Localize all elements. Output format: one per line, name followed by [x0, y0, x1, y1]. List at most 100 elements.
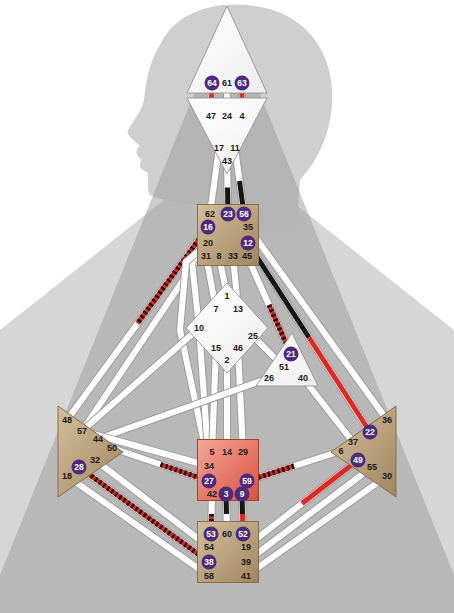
gate-number: 44	[93, 434, 103, 444]
active-gate-number: 12	[241, 236, 256, 251]
gate-number: 42	[207, 489, 217, 499]
channel	[98, 378, 269, 439]
gate-number: 51	[279, 362, 289, 372]
channel	[79, 467, 209, 562]
channel-outline	[303, 378, 353, 442]
gate-number: 50	[107, 443, 117, 453]
channel-line	[180, 243, 209, 466]
active-gate-number: 9	[235, 487, 250, 502]
gate-number: 13	[233, 304, 243, 314]
gate-number: 31	[201, 251, 211, 261]
gate-number: 24	[222, 111, 232, 121]
gate-number: 2	[224, 355, 229, 365]
gate-number: 41	[241, 571, 251, 581]
gate-number: 17	[214, 143, 224, 153]
gate-number: 18	[62, 471, 72, 481]
active-gate-number: 3	[219, 487, 234, 502]
center-shape	[331, 406, 396, 497]
channel	[247, 451, 341, 481]
center-shape	[256, 333, 318, 386]
sacral-center: 514293427594239	[197, 439, 259, 501]
throat-center: 622356163520123183345	[197, 204, 259, 266]
solar-plexus-center: 3622376495530	[331, 406, 396, 497]
channel-outline	[238, 348, 243, 452]
gate-number: 43	[222, 156, 232, 166]
channel-outline	[67, 476, 209, 576]
channel-line	[98, 378, 269, 439]
active-gate-number: 52	[236, 527, 251, 542]
channel-outline	[82, 328, 199, 431]
channel-line	[79, 467, 209, 562]
channel	[246, 476, 387, 576]
gate-number: 35	[243, 222, 253, 232]
gate-number: 10	[194, 323, 204, 333]
gate-number: 47	[206, 111, 216, 121]
active-gate-number: 16	[201, 220, 216, 235]
gate-number: 48	[62, 415, 72, 425]
gate-number: 33	[228, 251, 238, 261]
gate-number: 32	[90, 455, 100, 465]
active-gate-number: 64	[205, 76, 220, 91]
spleen-center: 48 57 44 50 322818	[58, 406, 123, 497]
channel-activation	[309, 338, 370, 433]
channel	[238, 348, 243, 452]
channel-outline	[248, 243, 370, 432]
gate-number: 5	[209, 447, 214, 457]
gate-number: 6	[338, 446, 343, 456]
gate-number: 7	[213, 304, 218, 314]
gate-number: 4	[239, 111, 244, 121]
body-triangle	[0, 12, 454, 613]
active-gate-number: 56	[237, 207, 252, 222]
root-center: 536052541938395841	[197, 521, 259, 583]
channel-outline	[79, 467, 209, 562]
channel-outline	[246, 476, 387, 576]
gate-number: 14	[222, 447, 232, 457]
gate-number: 1	[224, 291, 229, 301]
active-gate-number: 49	[351, 453, 366, 468]
gate-number: 36	[382, 415, 392, 425]
channel-line	[238, 348, 243, 452]
gate-number: 37	[348, 437, 358, 447]
gate-number: 40	[298, 373, 308, 383]
channel-line	[247, 451, 341, 481]
gate-number: 57	[77, 426, 87, 436]
gate-number: 25	[248, 331, 258, 341]
channel-line	[303, 378, 353, 442]
active-gate-number: 63	[235, 76, 250, 91]
channel-outline	[246, 467, 372, 562]
channel-line	[82, 328, 199, 431]
gate-number: 34	[204, 461, 214, 471]
channel-line	[248, 243, 370, 432]
active-gate-number: 22	[363, 425, 378, 440]
gate-number: 60	[222, 529, 232, 539]
heart-center: 21512640	[256, 333, 318, 386]
channel-line	[67, 476, 209, 576]
gate-number: 11	[230, 143, 240, 153]
channel-outline	[67, 227, 208, 420]
gate-number: 54	[204, 542, 214, 552]
channel	[82, 328, 199, 431]
channel	[180, 243, 209, 466]
gate-number: 39	[241, 557, 251, 567]
active-gate-number: 27	[202, 474, 217, 489]
gate-number: 46	[233, 343, 243, 353]
gate-number: 29	[238, 447, 248, 457]
channel-outline	[180, 243, 209, 466]
channel-line	[246, 467, 372, 562]
active-gate-number: 21	[284, 347, 299, 362]
center-shape	[186, 283, 268, 373]
channel-line	[246, 476, 387, 576]
active-gate-number: 28	[72, 460, 87, 475]
channel	[246, 467, 372, 562]
gate-number: 30	[382, 471, 392, 481]
g-center: 1713102515462	[186, 283, 268, 373]
gate-number: 20	[203, 238, 213, 248]
gate-number: 58	[204, 571, 214, 581]
gate-number: 19	[241, 542, 251, 552]
head-center: 646163	[187, 6, 267, 93]
channel	[67, 476, 209, 576]
gate-number: 45	[242, 251, 252, 261]
center-shape	[58, 406, 123, 497]
center-shape	[187, 6, 267, 93]
